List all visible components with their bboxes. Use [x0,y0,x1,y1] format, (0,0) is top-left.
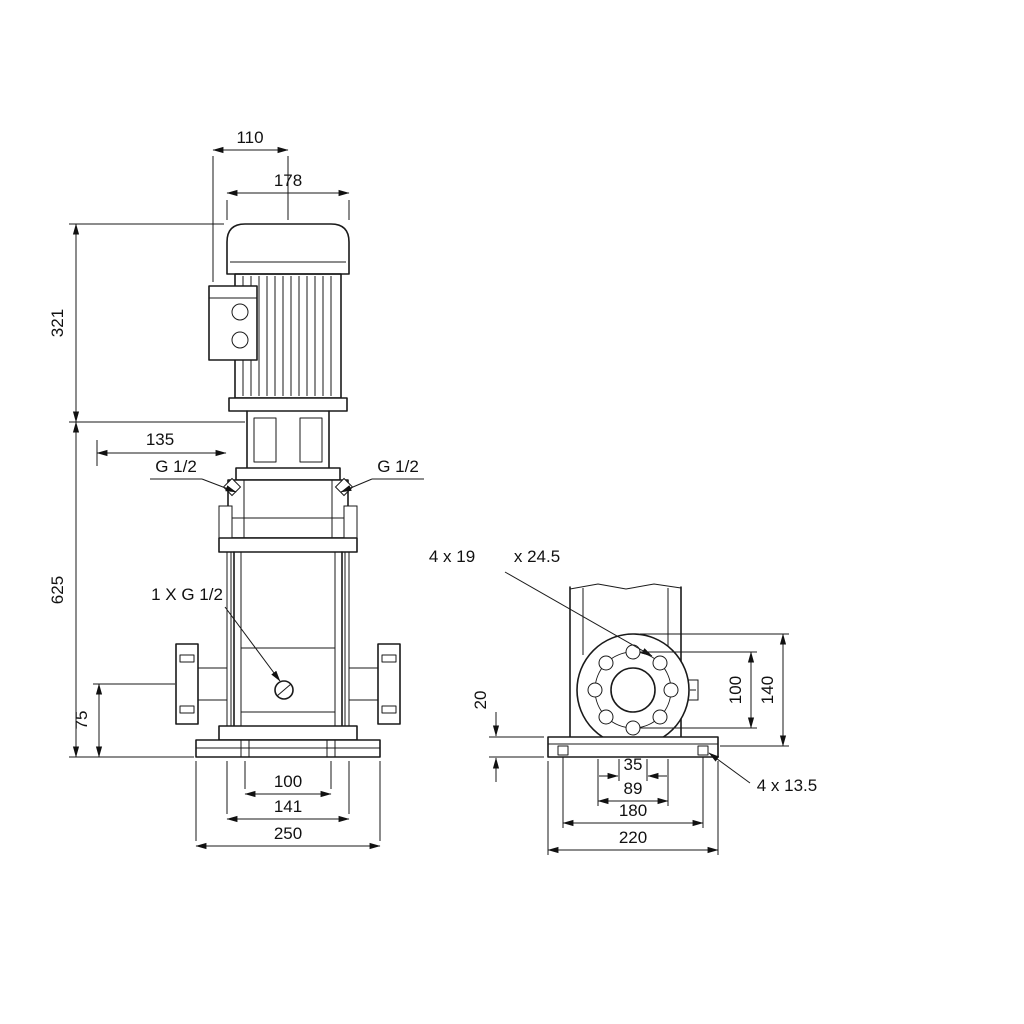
suction-flange [175,643,227,725]
motor-cap [226,223,350,275]
base-holes-label: 4 x 13.5 [757,776,818,795]
cable-entry-hole [231,331,249,349]
flange-bolt-hole [381,654,397,663]
flange-bolt-hole [179,654,195,663]
staybolt-nut [343,505,358,539]
side-view: 20 4 x 19 x 24.5 100 140 35 89 1 [429,547,817,855]
dim-140-label: 140 [758,676,777,704]
terminal-box [208,285,258,361]
front-view-dimensions: 110 178 321 625 135 G 1/2 G 1/2 [48,128,424,850]
dim-110-label: 110 [236,128,263,147]
dim-250-label: 250 [274,824,302,843]
dim-75-label: 75 [72,711,91,730]
dim-178-label: 178 [274,171,302,190]
dim-20-label: 20 [471,691,490,710]
base-hole [697,745,709,756]
dim-100-side-label: 100 [726,676,745,704]
dim-141-label: 141 [274,797,302,816]
flange-bore [610,667,656,713]
dim-321-label: 321 [48,309,67,337]
coupling-guard-window [299,417,323,463]
flange-bolt-hole [381,705,397,714]
base-hole [557,745,569,756]
dim-220-label: 220 [619,828,647,847]
base-side [547,736,719,758]
discharge-flange [349,643,401,725]
front-view: 110 178 321 625 135 G 1/2 G 1/2 [48,128,424,850]
dim-100-label: 100 [274,772,302,791]
cable-entry-hole [231,303,249,321]
pump-head [218,467,358,539]
coupling-guard-window [253,417,277,463]
port-label-left: G 1/2 [155,457,197,476]
flange-face [576,633,699,747]
dim-35-label: 35 [624,755,643,774]
coupling-lantern [246,410,330,469]
flange-bolt-holes [587,644,679,736]
port-label-right: G 1/2 [377,457,419,476]
flange-holes-depth-label: x 24.5 [514,547,560,566]
flange-holes-label: 4 x 19 [429,547,475,566]
dim-180-label: 180 [619,801,647,820]
flange-bolt-hole [179,705,195,714]
base-bolt-slot [240,739,250,758]
dim-89-label: 89 [624,779,643,798]
chamber-stack [218,537,358,727]
dim-135-label: 135 [146,430,174,449]
base-bolt-slot [326,739,336,758]
pump-base [195,725,381,758]
staybolt-nut [218,505,233,539]
side-view-dimensions: 20 4 x 19 x 24.5 100 140 35 89 1 [429,547,817,855]
motor-flange [228,397,348,412]
drain-label: 1 X G 1/2 [151,585,223,604]
break-line [569,583,682,590]
dim-625-label: 625 [48,576,67,604]
